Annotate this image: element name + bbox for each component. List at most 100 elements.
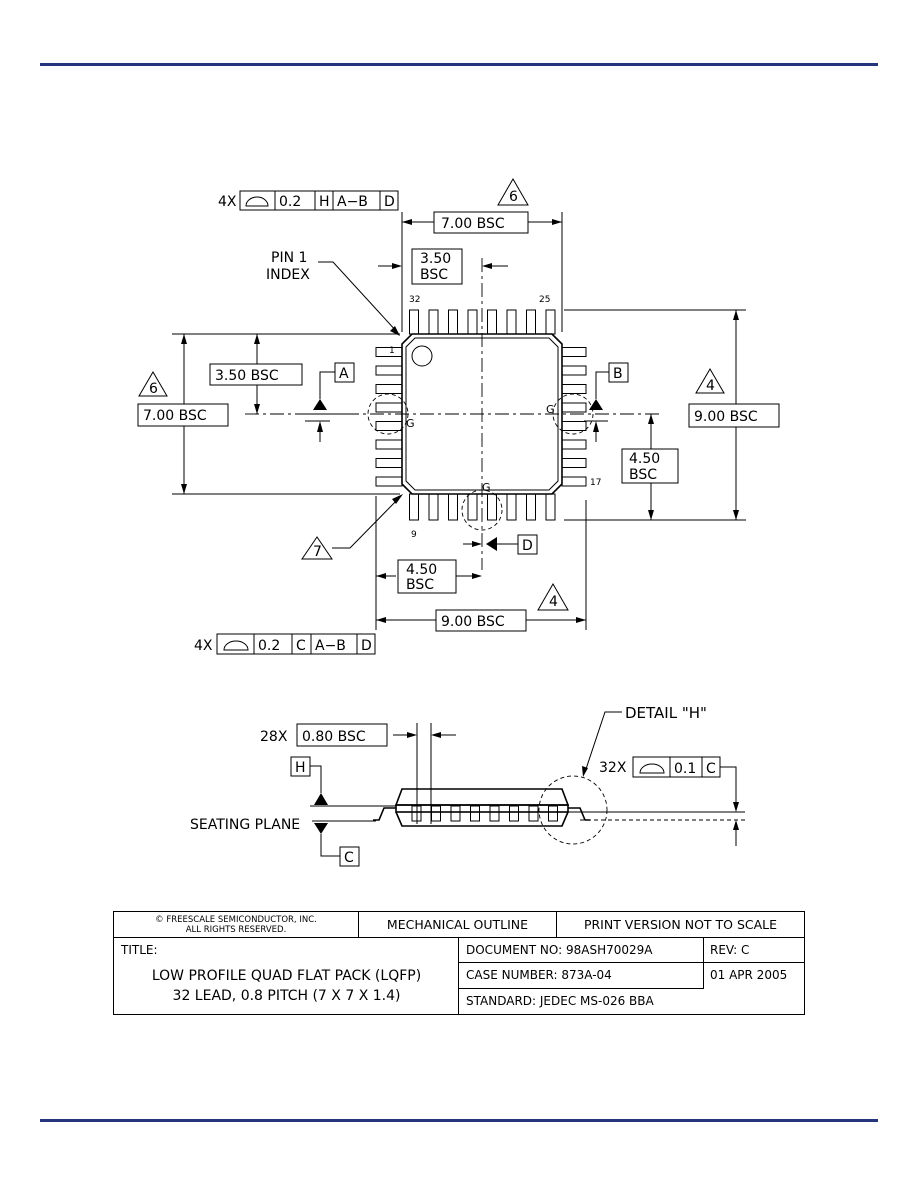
detail-g-circle-left [367, 393, 409, 435]
svg-text:7: 7 [313, 544, 322, 560]
lead-bottom [506, 493, 517, 521]
svg-text:0.80 BSC: 0.80 BSC [302, 729, 366, 745]
lead-bottom [448, 493, 458, 521]
svg-text:28X: 28X [260, 729, 288, 745]
title-label: TITLE: [121, 943, 158, 957]
dim-bottom: 4.50 BSC 9.00 BSC 4 [375, 496, 587, 632]
lead-right [561, 384, 587, 394]
side-view: 28X 0.80 BSC DETAIL "H" 32X 0.1 C [190, 704, 745, 867]
svg-text:0.2: 0.2 [279, 194, 301, 210]
title-block: © FREESCALE SEMICONDUCTOR, INC. ALL RIGH… [113, 911, 805, 1015]
datum-d: D [463, 534, 538, 555]
mechanical-outline-label: MECHANICAL OUTLINE [386, 917, 529, 932]
lead-left [375, 458, 403, 468]
detail-marker-left: G [406, 417, 415, 430]
lead-right [561, 458, 587, 468]
title-line1: LOW PROFILE QUAD FLAT PACK (LQFP) [151, 968, 422, 984]
lead-left [375, 365, 403, 376]
dim-bottom-half-text: 4.50 BSC [406, 562, 442, 593]
svg-text:7.00 BSC: 7.00 BSC [441, 216, 505, 232]
lead-bottom [545, 493, 556, 521]
svg-text:C: C [344, 850, 354, 866]
lead-left [375, 402, 403, 413]
svg-text:D: D [361, 638, 372, 654]
rev-cell: REV: C [704, 938, 804, 963]
standard: STANDARD: JEDEC MS-026 BBA [466, 994, 654, 1008]
detail-marker-bottom: G [482, 481, 491, 494]
profile-surface-icon-3 [639, 763, 665, 774]
leads-group [375, 309, 587, 521]
svg-text:DETAIL "H": DETAIL "H" [625, 704, 707, 722]
svg-text:SEATING PLANE: SEATING PLANE [190, 817, 300, 833]
svg-text:4X: 4X [194, 638, 213, 654]
dim-right-half-text: 4.50 BSC [629, 451, 665, 483]
svg-text:4X: 4X [218, 194, 237, 210]
document-no-cell: DOCUMENT NO: 98ASH70029A [459, 938, 704, 963]
date: 01 APR 2005 [710, 968, 788, 982]
svg-text:A−B: A−B [337, 194, 368, 210]
lead-top [487, 309, 497, 335]
svg-text:4: 4 [706, 378, 715, 394]
svg-text:0.2: 0.2 [258, 638, 280, 654]
svg-text:6: 6 [509, 189, 518, 205]
copyright-line2: ALL RIGHTS RESERVED. [185, 925, 287, 935]
case-number: CASE NUMBER: 873A-04 [466, 968, 612, 982]
title-cell: TITLE: LOW PROFILE QUAD FLAT PACK (LQFP)… [114, 938, 459, 1014]
detail-marker-right: G [546, 403, 555, 416]
detail-g-circle-bottom [461, 489, 503, 531]
dim-top-half: 3.50 BSC [378, 248, 508, 332]
svg-text:32X: 32X [599, 760, 627, 776]
side-lead [528, 805, 539, 822]
pin-label-25: 25 [539, 295, 550, 305]
svg-text:B: B [613, 366, 623, 382]
lead-bottom [467, 493, 478, 521]
note-7: 7 [301, 494, 403, 560]
svg-text:H: H [295, 760, 306, 776]
rev: REV: C [710, 943, 750, 957]
datum-b: B [584, 362, 629, 442]
package-drawing: G G G 1 9 17 25 32 PIN 1 INDEX 4X 0.2 H … [137, 177, 780, 867]
dim-left: 6 7.00 BSC 3.50 BSC [137, 333, 400, 495]
print-version-label: PRINT VERSION NOT TO SCALE [583, 917, 778, 932]
side-lead [548, 805, 558, 822]
lead-bottom [487, 493, 497, 521]
case-number-cell: CASE NUMBER: 873A-04 [459, 963, 704, 989]
svg-text:9.00 BSC: 9.00 BSC [441, 614, 505, 630]
lead-left [375, 439, 403, 450]
lead-top [428, 309, 439, 335]
lead-left [375, 421, 403, 431]
lead-bottom [409, 493, 419, 521]
profile-surface-icon [245, 196, 269, 207]
side-lead [489, 805, 500, 822]
package-body-inner [405, 337, 559, 491]
lead-right [561, 439, 587, 450]
fcf-bottom: 4X 0.2 C A−B D [194, 633, 376, 655]
fcf-top: 4X 0.2 H A−B D [218, 190, 399, 211]
side-lead [509, 805, 519, 822]
title-line2: 32 LEAD, 0.8 PITCH (7 X 7 X 1.4) [172, 988, 401, 1004]
standard-cell: STANDARD: JEDEC MS-026 BBA [459, 989, 804, 1014]
lead-right [561, 476, 587, 487]
document-no: DOCUMENT NO: 98ASH70029A [466, 943, 653, 957]
lead-top [526, 309, 536, 335]
copyright-cell: © FREESCALE SEMICONDUCTOR, INC. ALL RIGH… [114, 912, 359, 938]
svg-text:3.50 BSC: 3.50 BSC [215, 368, 279, 384]
pin-label-9: 9 [411, 530, 417, 540]
lead-bottom [526, 493, 536, 521]
dim-top-half-text: 3.50 BSC [420, 251, 456, 283]
datum-a: A [305, 362, 355, 442]
mechanical-outline-cell: MECHANICAL OUTLINE [359, 912, 557, 938]
copyright-line1: © FREESCALE SEMICONDUCTOR, INC. [155, 915, 317, 925]
detail-g-circle-right [552, 393, 594, 435]
lead-top [467, 309, 478, 335]
bottom-rule [40, 1119, 878, 1122]
lead-top [545, 309, 556, 335]
pin1-index-leader [318, 261, 399, 334]
svg-text:7.00 BSC: 7.00 BSC [143, 408, 207, 424]
svg-text:6: 6 [149, 381, 158, 397]
svg-text:0.1: 0.1 [674, 761, 696, 777]
lead-top [506, 309, 517, 335]
side-lead [431, 805, 441, 822]
svg-text:C: C [296, 638, 306, 654]
lead-right [561, 402, 587, 413]
